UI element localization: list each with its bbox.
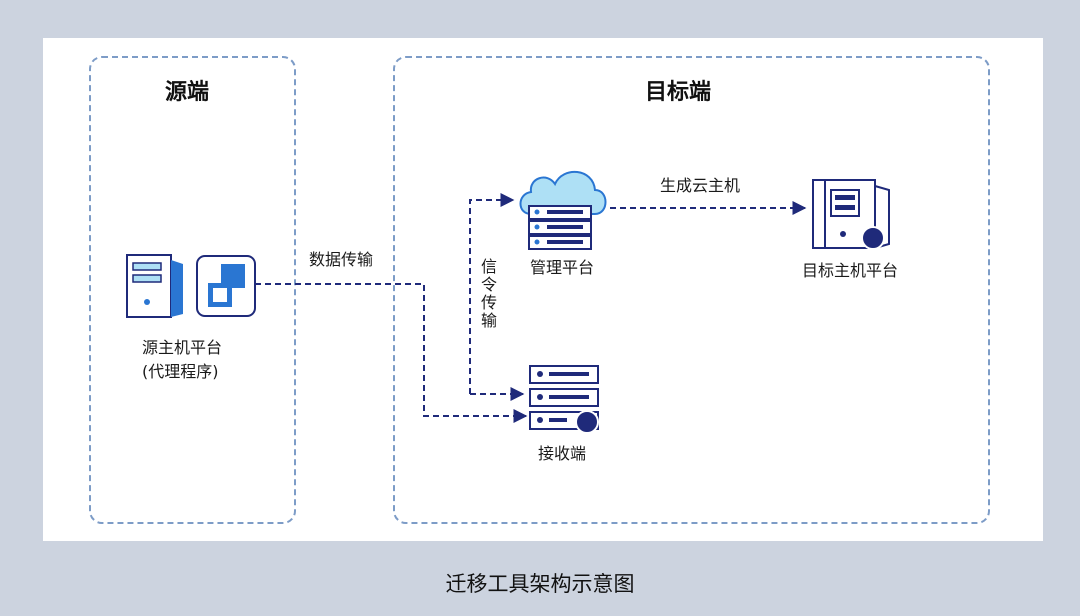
source-host-label: 源主机平台 [142, 338, 223, 357]
diagram-svg [89, 56, 990, 524]
management-label: 管理平台 [530, 258, 595, 277]
signaling-edge-up [469, 193, 515, 394]
target-zone-box [393, 56, 990, 524]
source-host-sublabel: (代理程序) [142, 362, 219, 381]
server-tower-icon [812, 179, 890, 250]
diagram-canvas: 源端 目标端 源主机平台 (代理程序) 管理平台 接收端 目标主机平台 数据传输… [43, 38, 1043, 541]
data-transfer-edge [255, 283, 528, 423]
target-zone-title: 目标端 [645, 80, 712, 105]
cloud-server-stack-icon [519, 170, 607, 250]
target-host-label: 目标主机平台 [802, 261, 899, 280]
server-tower-with-vm-icon [126, 254, 256, 318]
signaling-label: 信令传输 [478, 258, 497, 330]
figure-caption: 迁移工具架构示意图 [445, 572, 635, 596]
data-transfer-label: 数据传输 [309, 250, 374, 269]
source-zone-title: 源端 [165, 80, 210, 105]
receiver-label: 接收端 [538, 444, 587, 463]
server-rack-icon [529, 365, 599, 434]
create-vm-label: 生成云主机 [660, 176, 741, 195]
source-zone-box [89, 56, 296, 524]
